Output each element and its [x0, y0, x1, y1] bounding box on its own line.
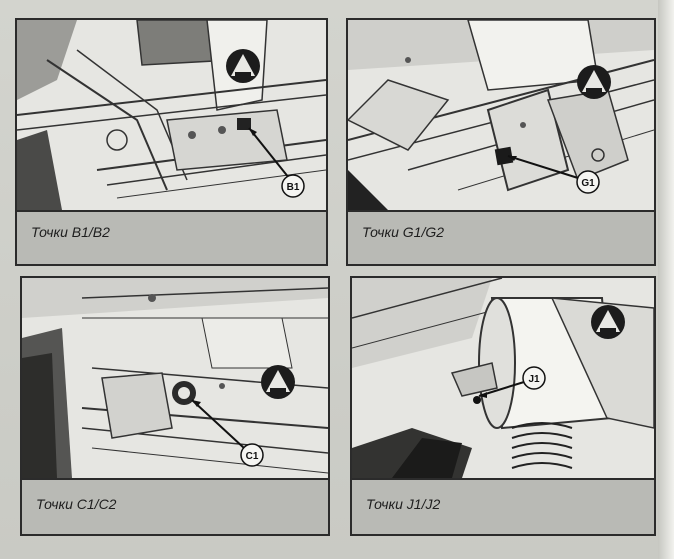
panel-b1-b2: B1 Точки B1/B2 [15, 18, 328, 266]
panel-j1-j2: J1 Точки J1/J2 [350, 276, 656, 536]
page-edge [658, 0, 674, 559]
point-marker-c1: C1 [246, 451, 259, 462]
figure-b1: B1 [17, 20, 326, 212]
caption-g: Точки G1/G2 [362, 224, 445, 240]
underbody-illustration: B1 [17, 20, 326, 210]
point-marker-j1: J1 [528, 374, 540, 385]
caption-c: Точки C1/C2 [36, 496, 117, 512]
underbody-illustration: G1 [348, 20, 654, 210]
panel-c1-c2: C1 Точки C1/C2 [20, 276, 330, 536]
figure-c1: C1 [22, 278, 328, 480]
caption-b: Точки B1/B2 [31, 224, 110, 240]
figure-j1: J1 [352, 278, 654, 480]
underbody-illustration: J1 [352, 278, 654, 478]
point-marker-b1: B1 [287, 182, 300, 193]
caption-j: Точки J1/J2 [366, 496, 441, 512]
underbody-illustration: C1 [22, 278, 328, 478]
panel-g1-g2: G1 Точки G1/G2 [346, 18, 656, 266]
figure-g1: G1 [348, 20, 654, 212]
point-marker-g1: G1 [581, 178, 595, 189]
